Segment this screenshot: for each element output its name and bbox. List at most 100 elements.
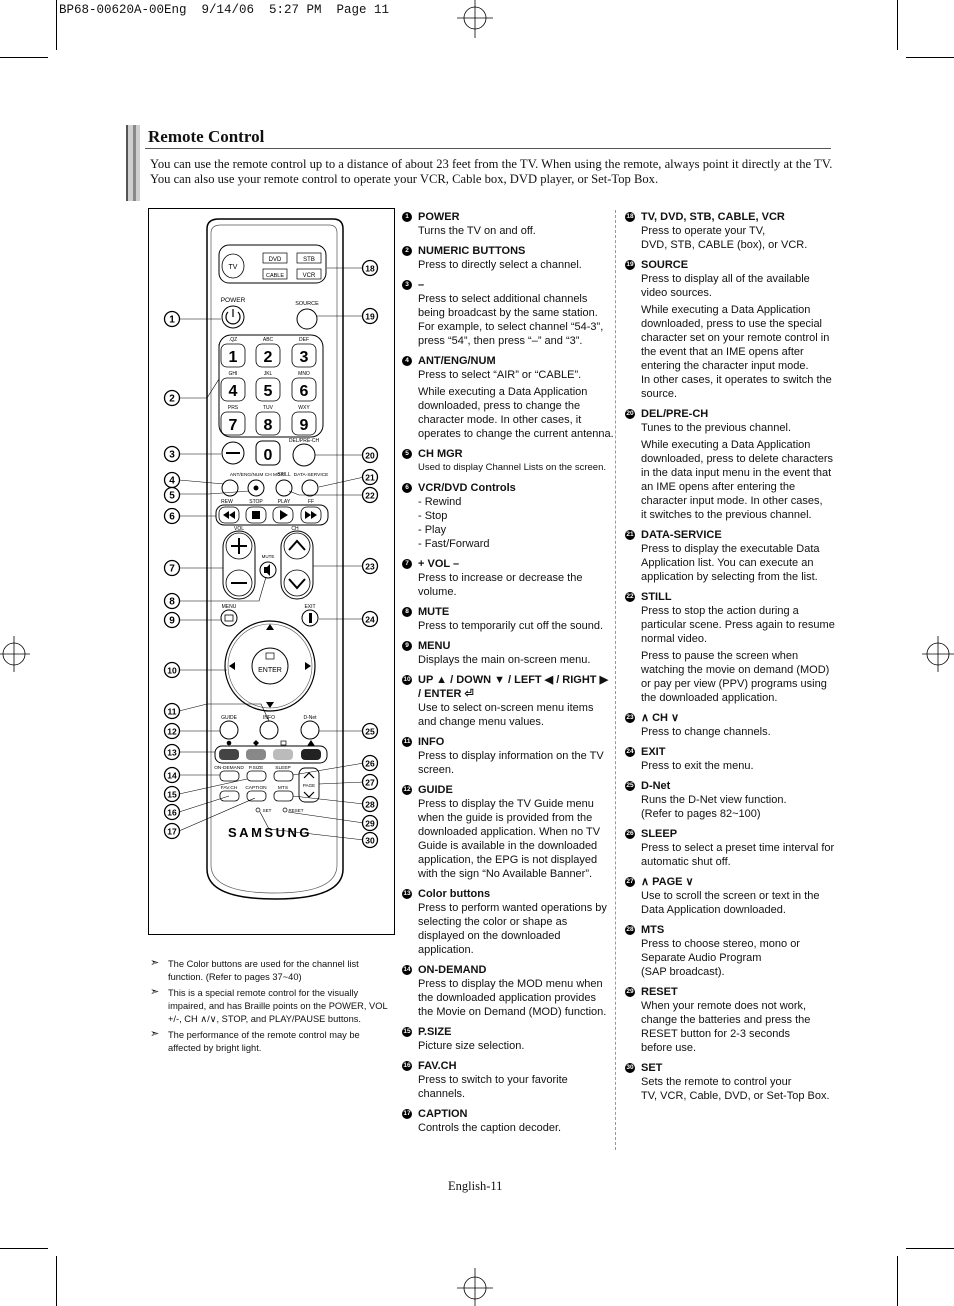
callout-number: 16 <box>167 808 177 818</box>
mode-label-dvd: DVD <box>269 257 282 263</box>
column-divider <box>615 210 616 1150</box>
intro-paragraph: You can use the remote control up to a d… <box>150 157 833 186</box>
samsung-logo: SAMSUNG <box>228 825 312 840</box>
item-title: CH MGR <box>418 448 463 460</box>
still-label: STILL <box>277 472 291 478</box>
item-number-badge: 4 <box>402 356 412 366</box>
callout-number: 12 <box>167 727 177 737</box>
callout-number: 7 <box>169 564 175 575</box>
ff-label: FF <box>308 499 314 505</box>
item-body: Press to directly select a channel. <box>418 259 582 271</box>
callout-circle <box>361 773 379 791</box>
item-body: Press to perform wanted operations by se… <box>418 902 607 956</box>
item-title: NUMERIC BUTTONS <box>418 245 526 257</box>
item-title: Color buttons <box>418 888 491 900</box>
keypad-digit: 2 <box>264 349 273 366</box>
callout-circle <box>163 743 181 761</box>
item-title: INFO <box>418 736 445 748</box>
note-arrow-icon: ➣ <box>150 957 160 969</box>
callout-circle <box>163 702 181 720</box>
page-label: PAGE <box>303 783 315 788</box>
callout-circle <box>163 445 181 463</box>
note-arrow-icon: ➣ <box>150 986 160 998</box>
keypad-key <box>255 377 281 402</box>
keypad-letters: ABC <box>263 337 274 343</box>
callout-number: 27 <box>365 778 375 788</box>
callout-circle <box>361 754 379 772</box>
item-number-badge: 1 <box>402 212 412 222</box>
section-title: Remote Control <box>148 127 265 146</box>
callout-circle <box>163 592 181 610</box>
callout-circle <box>361 831 379 849</box>
item-body: Picture size selection. <box>418 1040 525 1052</box>
callout-circle <box>361 722 379 740</box>
keypad-letters: GHI <box>229 371 238 377</box>
item-title: GUIDE <box>418 784 453 796</box>
callout-number: 8 <box>169 597 175 608</box>
ch-label: CH <box>291 526 299 532</box>
crop-mark <box>56 1256 57 1306</box>
item-body: Press to stop the action during a partic… <box>641 605 835 645</box>
keypad-letters: TUV <box>263 405 274 411</box>
callout-circle <box>163 389 181 407</box>
item-body: Runs the D-Net view function. (Refer to … <box>641 794 787 820</box>
item-number-badge: 2 <box>402 246 412 256</box>
note-item: ➣The performance of the remote control m… <box>150 1028 360 1053</box>
callout-circle <box>163 722 181 740</box>
keypad-letters: PRS <box>228 405 239 411</box>
item-title: ∧ CH ∨ <box>641 712 680 724</box>
mode-label-stb: STB <box>303 257 315 263</box>
item-number-badge: 29 <box>625 987 635 997</box>
item-body-extra: Press to pause the screen when watching … <box>641 650 830 704</box>
callout-number: 20 <box>365 451 375 461</box>
callout-number: 29 <box>365 819 375 829</box>
play-label: PLAY <box>278 499 291 505</box>
item-title: SLEEP <box>641 828 678 840</box>
keypad-letters: WXY <box>298 405 310 411</box>
item-title: UP ▲ / DOWN ▼ / LEFT ◀ / RIGHT ▶ / ENTER… <box>418 674 609 700</box>
keypad-digit: 7 <box>229 417 238 434</box>
enter-label: ENTER <box>258 667 282 674</box>
keypad-digit: 6 <box>300 383 309 400</box>
item-title: MTS <box>641 924 665 936</box>
crop-mark <box>56 0 57 50</box>
mode-label-cable: CABLE <box>266 273 284 279</box>
item-number-badge: 25 <box>625 781 635 791</box>
keypad-key <box>291 377 317 402</box>
item-body: Use to select on-screen menu items and c… <box>418 702 594 728</box>
item-body: Displays the main on-screen menu. <box>418 654 591 666</box>
keypad-key <box>220 377 246 402</box>
callout-circle <box>361 610 379 628</box>
item-body: Press to display information on the TV s… <box>418 750 604 776</box>
item-number-badge: 10 <box>402 675 412 685</box>
keypad-key <box>255 343 281 368</box>
crop-mark <box>0 57 48 58</box>
keypad-letters: .QZ <box>229 337 237 343</box>
callout-circle <box>361 486 379 504</box>
item-body: When your remote does not work, change t… <box>641 1000 811 1054</box>
callout-number: 13 <box>167 748 177 758</box>
item-title: + VOL – <box>418 558 460 570</box>
item-body-extra: While executing a Data Application downl… <box>641 304 832 400</box>
registration-mark-right <box>922 636 954 672</box>
item-body: Sets the remote to control your TV, VCR,… <box>641 1076 830 1102</box>
item-body: Press to display all of the available vi… <box>641 273 810 299</box>
keypad-digit: 5 <box>264 383 273 400</box>
registration-mark-bottom <box>457 1268 493 1306</box>
ant-chmgr-label: ANT/ENG/NUM CH MGR <box>230 472 285 478</box>
item-number-badge: 19 <box>625 260 635 270</box>
rew-label: REW <box>221 499 233 505</box>
callout-circle <box>163 611 181 629</box>
callout-circle <box>361 814 379 832</box>
